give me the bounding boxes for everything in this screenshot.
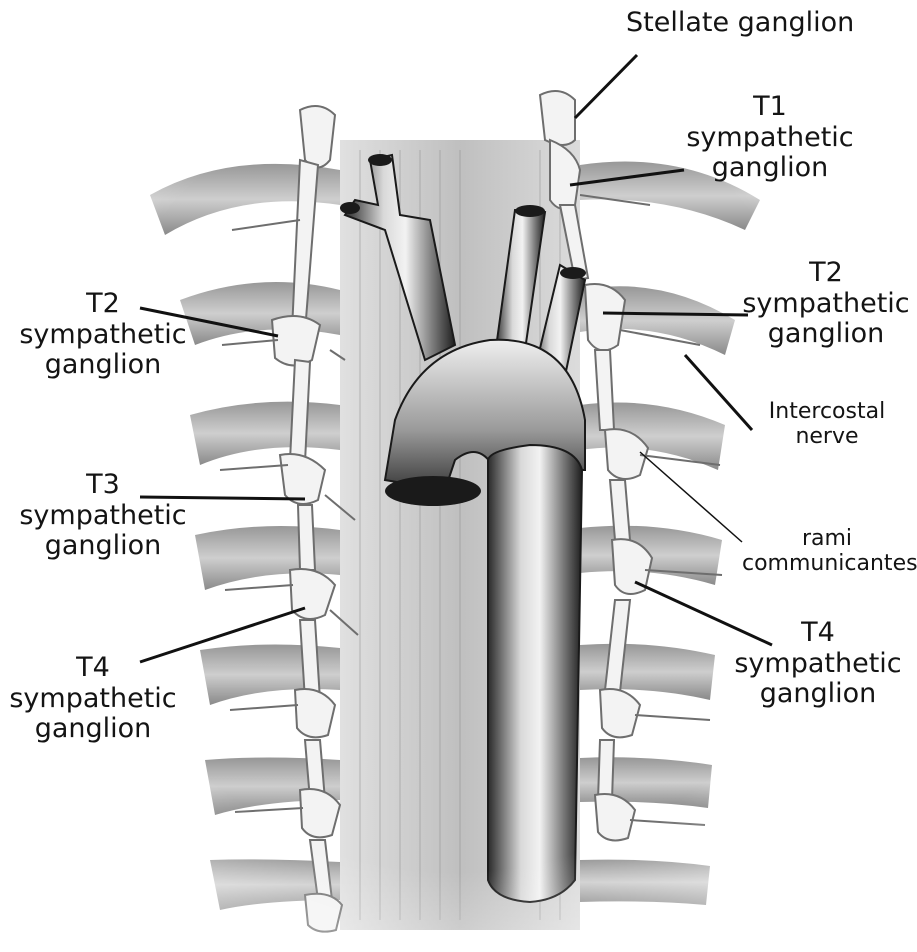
label-line: ganglion bbox=[730, 679, 906, 710]
label-line: sympathetic bbox=[5, 684, 181, 715]
label-line: sympathetic bbox=[730, 649, 906, 680]
label-line: T2 bbox=[738, 258, 914, 289]
label-line: ganglion bbox=[682, 153, 858, 184]
label-t2-left: T2sympatheticganglion bbox=[15, 289, 191, 381]
label-stellate-ganglion: Stellate ganglion bbox=[626, 8, 854, 39]
label-line: ganglion bbox=[15, 350, 191, 381]
label-line: ganglion bbox=[5, 714, 181, 745]
label-line: ganglion bbox=[15, 531, 191, 562]
label-rami-communicantes: ramicommunicantes bbox=[742, 527, 912, 577]
label-t3-left: T3sympatheticganglion bbox=[15, 470, 191, 562]
leader-t2-right bbox=[603, 313, 748, 315]
label-line: sympathetic bbox=[682, 123, 858, 154]
label-line: T4 bbox=[5, 653, 181, 684]
label-intercostal-nerve: Intercostalnerve bbox=[752, 400, 902, 450]
label-t4-left: T4sympatheticganglion bbox=[5, 653, 181, 745]
label-line: T4 bbox=[730, 618, 906, 649]
label-line: nerve bbox=[752, 425, 902, 450]
label-line: communicantes bbox=[742, 552, 912, 577]
label-line: rami bbox=[742, 527, 912, 552]
label-t1-right: T1sympatheticganglion bbox=[682, 92, 858, 184]
label-line: T3 bbox=[15, 470, 191, 501]
label-line: T1 bbox=[682, 92, 858, 123]
label-line: ganglion bbox=[738, 319, 914, 350]
label-line: sympathetic bbox=[15, 501, 191, 532]
label-line: T2 bbox=[15, 289, 191, 320]
label-t2-right: T2sympatheticganglion bbox=[738, 258, 914, 350]
label-line: sympathetic bbox=[15, 320, 191, 351]
label-t4-right: T4sympatheticganglion bbox=[730, 618, 906, 710]
label-line: Stellate ganglion bbox=[626, 8, 854, 39]
label-line: Intercostal bbox=[752, 400, 902, 425]
label-line: sympathetic bbox=[738, 289, 914, 320]
